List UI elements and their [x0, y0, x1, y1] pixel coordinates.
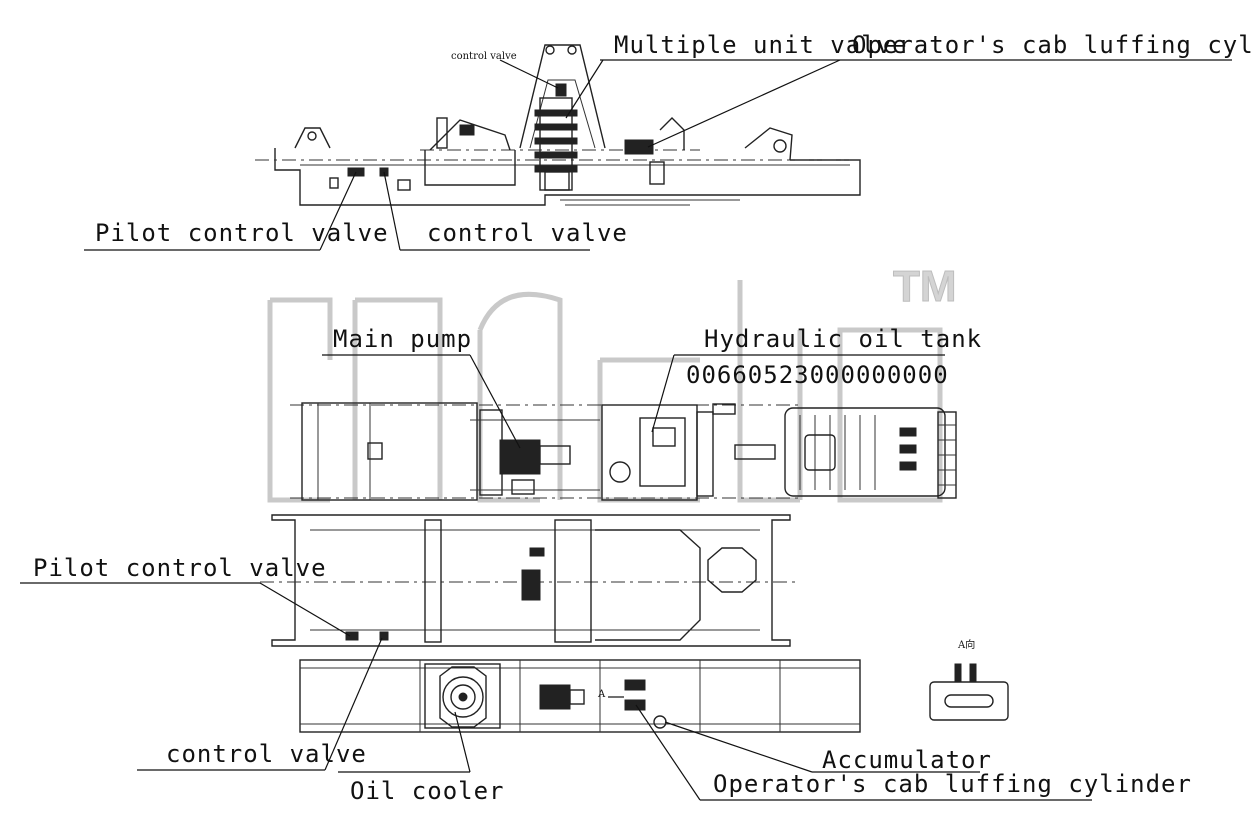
label-pilot-control-valve-left: Pilot control valve	[33, 554, 327, 582]
plan-view-chassis	[260, 514, 800, 647]
label-pilot-control-valve-top: Pilot control valve	[95, 219, 389, 247]
label-cab-luffing-bottom: Operator's cab luffing cylinder	[713, 770, 1192, 798]
label-hydraulic-oil-tank: Hydraulic oil tank	[704, 325, 982, 353]
top-labels: control valve Multiple unit valve Operat…	[84, 31, 1252, 251]
view-a-marker: A	[597, 689, 606, 700]
view-a-detail: A向	[929, 638, 1009, 721]
plan-view-upper	[290, 402, 957, 501]
watermark: TM	[267, 262, 957, 503]
watermark-tm: TM	[893, 262, 957, 311]
lower-labels: Main pump Hydraulic oil tank 00660523000…	[20, 325, 1192, 805]
label-oil-cooler: Oil cooler	[350, 777, 505, 805]
view-a-title: A向	[957, 638, 975, 651]
label-part-number: 00660523000000000	[686, 361, 949, 389]
label-accumulator: Accumulator	[822, 746, 992, 774]
label-main-pump: Main pump	[333, 325, 472, 353]
plan-view-lower: A	[299, 659, 861, 733]
label-control-valve-small: control valve	[451, 51, 517, 62]
label-multiple-unit-valve: Multiple unit valve	[614, 31, 908, 59]
side-view-chassis	[255, 44, 861, 206]
label-cab-luffing-top: Operator's cab luffing cylinder	[852, 31, 1252, 59]
label-control-valve-top: control valve	[427, 219, 628, 247]
